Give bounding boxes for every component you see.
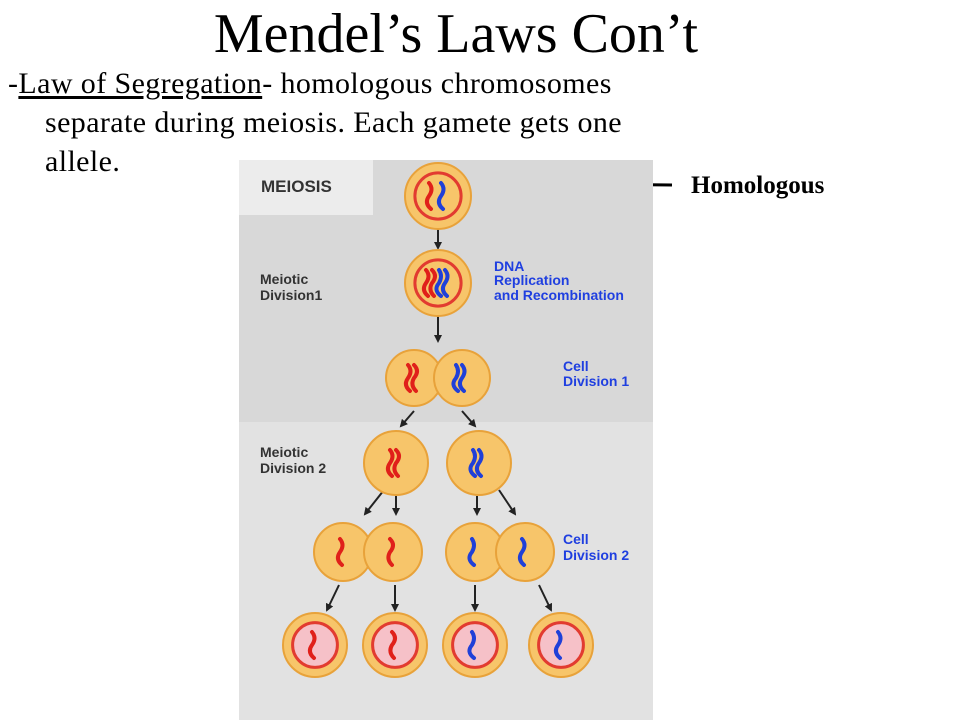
division2-pair2-b-chromosome-1: [517, 537, 527, 567]
label-meiotic-division-2-line1: Meiotic: [260, 444, 308, 460]
slide-title: Mendel’s Laws Con’t: [213, 3, 699, 65]
division1-left-chromosome-1: [403, 363, 413, 393]
division2-pair2-b-membrane: [495, 522, 555, 582]
gamete-3-chromosome-1: [467, 630, 476, 660]
cell-replicated-chromosome-3: [434, 268, 443, 298]
division1-left: [385, 349, 443, 407]
division1-left-chromosome-2: [410, 363, 419, 393]
gamete-1: [282, 612, 348, 678]
label-cell-division-1-line2: Division 1: [563, 373, 629, 389]
meiosis-header: MEIOSIS: [261, 177, 332, 196]
label-cell-division-1-line1: Cell: [563, 358, 589, 374]
label-dna-line2: Replication: [494, 272, 569, 288]
law-of-segregation-bullet: -Law of Segregation- homologous chromoso…: [8, 64, 758, 181]
gamete-4-chromosome-1: [553, 630, 563, 660]
cell-initial: [404, 162, 472, 230]
cell-replicated-nucleus: [413, 258, 463, 308]
division2-pair2-b: [495, 522, 555, 582]
arrow-to-right-pair-2: [498, 489, 517, 516]
daughter-left-chromosome-2: [392, 448, 401, 478]
gamete-3-nucleus: [451, 621, 499, 669]
cell-initial-chromosome-2: [436, 181, 446, 211]
gamete-1-chromosome-1: [307, 630, 317, 660]
daughter-right: [446, 430, 512, 496]
homologous-label: Homologous: [691, 172, 825, 199]
gamete-2-chromosome-1: [388, 630, 397, 660]
division1-right-chromosome-1: [451, 363, 460, 393]
label-dna-line3: and Recombination: [494, 287, 624, 303]
division1-right: [433, 349, 491, 407]
cell-replicated: [404, 249, 472, 317]
label-meiotic-division-1-line1: Meiotic: [260, 271, 308, 287]
cell-replicated-chromosome-4: [440, 268, 450, 298]
division2-pair1-b-chromosome-1: [386, 537, 395, 567]
label-cell-division-2-line1: Cell: [563, 531, 589, 547]
gamete-4: [528, 612, 594, 678]
gamete-1-nucleus: [291, 621, 339, 669]
cell-replicated-chromosome-1: [421, 268, 431, 298]
meiosis-header-box: [239, 160, 373, 215]
gamete-2: [362, 612, 428, 678]
bullet-line2: separate during meiosis. Each gamete get…: [45, 106, 622, 139]
cell-replicated-chromosome-2: [428, 268, 437, 298]
cell-initial-nucleus: [413, 171, 463, 221]
daughter-right-chromosome-1: [468, 448, 477, 478]
arrow-to-left-daughter: [399, 410, 415, 428]
daughter-left: [363, 430, 429, 496]
arrow-to-left-pair-1: [363, 489, 385, 516]
arrow-to-gamete-1: [325, 584, 340, 612]
bullet-line3: allele.: [45, 145, 121, 178]
arrow-to-gamete-4: [538, 584, 553, 612]
bullet-line1-rest: - homologous chromosomes: [262, 67, 612, 100]
daughter-right-chromosome-2: [474, 448, 484, 478]
division2-pair2-a-chromosome-1: [467, 537, 476, 567]
gamete-2-nucleus: [371, 621, 419, 669]
bullet-prefix: -: [8, 67, 19, 100]
label-dna-line1: DNA: [494, 258, 524, 274]
division2-pair1-b: [363, 522, 423, 582]
cell-initial-chromosome-1: [424, 181, 434, 211]
daughter-left-chromosome-1: [385, 448, 395, 478]
meiosis-diagram: MEIOSIS Meiotic Division1 DNA Replicatio…: [239, 160, 653, 720]
label-meiotic-division-2-line2: Division 2: [260, 460, 326, 476]
label-cell-division-2-line2: Division 2: [563, 547, 629, 563]
division2-pair1-a-chromosome-1: [335, 537, 345, 567]
law-of-segregation-term: Law of Segregation: [18, 67, 263, 100]
division2-pair1-b-membrane: [363, 522, 423, 582]
division1-right-chromosome-2: [457, 363, 467, 393]
gamete-4-nucleus: [537, 621, 585, 669]
gamete-3: [442, 612, 508, 678]
label-meiotic-division-1-line2: Division1: [260, 287, 322, 303]
arrow-to-right-daughter: [461, 410, 477, 428]
